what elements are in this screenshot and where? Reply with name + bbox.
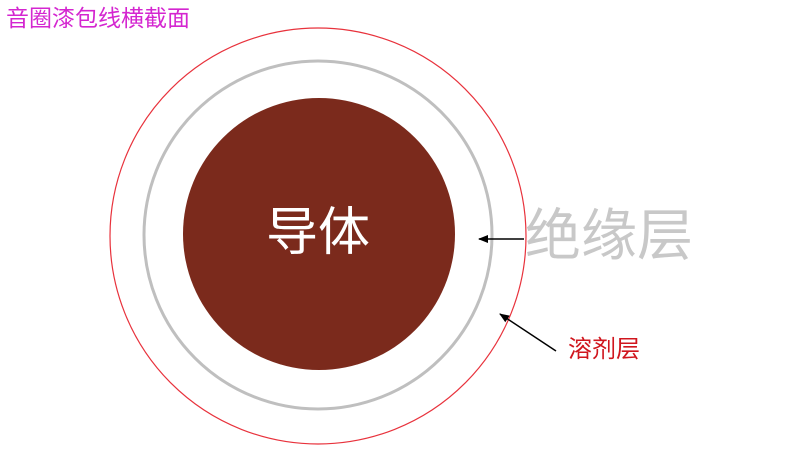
solvent-layer-label: 溶剂层 — [568, 335, 640, 363]
solvent-arrow — [499, 313, 557, 352]
conductor-disc — [183, 98, 455, 370]
solvent-layer-ring — [109, 27, 527, 445]
insulation-layer-ring — [142, 59, 494, 411]
conductor-label: 导体 — [265, 203, 370, 263]
insulation-layer-label: 绝缘层 — [525, 204, 693, 269]
diagram-title: 音圈漆包线横截面 — [6, 6, 190, 32]
